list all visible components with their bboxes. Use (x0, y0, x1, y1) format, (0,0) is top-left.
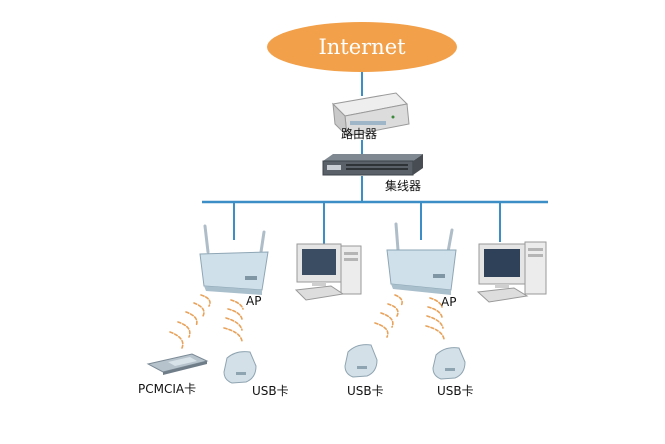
wireless-signal (425, 297, 445, 340)
switch-hub-icon (322, 154, 423, 176)
wireless-signal (374, 294, 403, 338)
ap-2-label: AP (441, 295, 456, 309)
wireless-ap-icon (386, 222, 457, 295)
router-icon (331, 92, 410, 138)
wireless-ap-icon (199, 224, 269, 295)
client-1-label: PCMCIA卡 (138, 382, 196, 396)
wireless-signal (169, 294, 211, 349)
router-label: 路由器 (341, 126, 377, 141)
usb-adapter-icon (432, 347, 466, 380)
pcmcia-card-icon (146, 353, 209, 375)
internet-node: Internet (267, 22, 457, 72)
client-3-label: USB卡 (347, 384, 384, 398)
ap-1-label: AP (246, 294, 261, 308)
internet-label: Internet (318, 35, 406, 59)
wireless-signal (223, 299, 244, 342)
usb-adapter-icon (344, 344, 378, 378)
hub-label: 集线器 (385, 178, 421, 193)
desktop-pc-icon (476, 241, 547, 303)
client-4-label: USB卡 (437, 384, 474, 398)
client-2-label: USB卡 (252, 384, 289, 398)
desktop-pc-icon (294, 243, 362, 301)
internet-ellipse (267, 22, 457, 72)
usb-adapter-icon (223, 351, 257, 384)
